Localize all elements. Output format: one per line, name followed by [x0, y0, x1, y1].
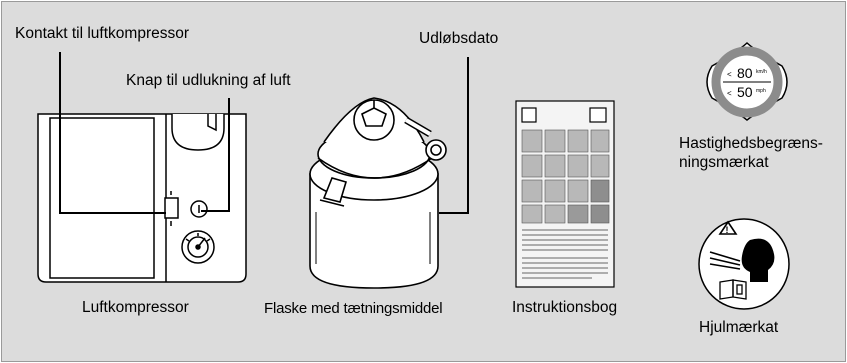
manual-label: Instruktionsbog	[512, 299, 618, 316]
head-silhouette-icon	[741, 238, 775, 282]
warning-triangle-icon	[718, 220, 738, 235]
speed-limit-sticker-illustration: < 80 km/h < 50 mph	[706, 41, 788, 121]
callout-lines	[59, 52, 469, 214]
compressor-switch-label: Kontakt til luftkompressor	[15, 25, 190, 42]
wheel-sticker-label: Hjulmærkat	[699, 319, 779, 336]
speed-lt-1: <	[727, 70, 732, 79]
sealant-bottle-label: Flaske med tætningsmiddel	[264, 300, 443, 317]
compressor-label: Luftkompressor	[82, 299, 189, 316]
book-info-icon	[719, 279, 747, 300]
wheel-sticker-illustration: !	[698, 218, 790, 310]
air-release-button-label: Knap til udlukning af luft	[126, 72, 291, 89]
speed-lt-2: <	[727, 89, 732, 98]
expiry-date-label: Udløbsdato	[419, 30, 499, 47]
speed-sticker-label-line1: Hastighedsbegræns-	[679, 135, 823, 152]
speed-sticker-label-line2: ningsmærkat	[679, 154, 769, 171]
svg-text:!: !	[726, 225, 729, 235]
instruction-manual-illustration	[515, 100, 615, 288]
air-stream-icon	[709, 251, 741, 270]
speed-kmh-unit: km/h	[756, 69, 767, 75]
sealant-bottle-illustration	[309, 97, 447, 289]
speed-mph-value: 50	[737, 84, 753, 100]
speed-mph-unit: mph	[756, 88, 766, 94]
air-compressor-illustration	[37, 113, 247, 283]
speed-kmh-value: 80	[737, 65, 753, 81]
